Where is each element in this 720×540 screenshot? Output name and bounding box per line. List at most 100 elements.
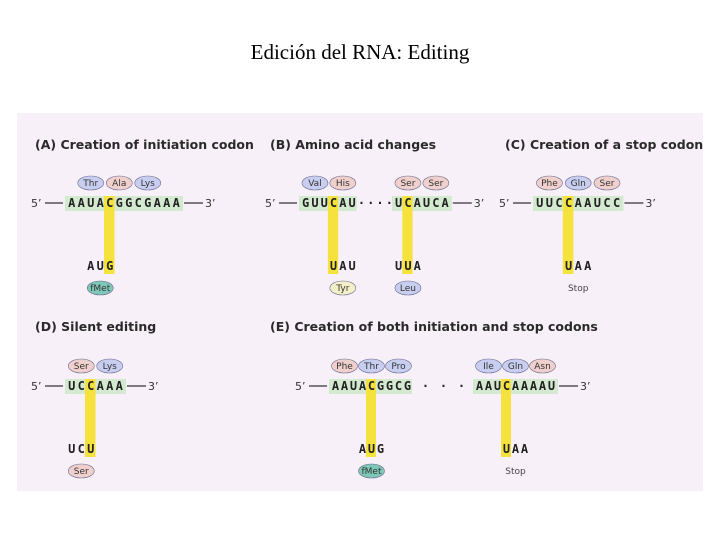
amino-acid-label: Ser bbox=[74, 362, 89, 372]
base: C bbox=[135, 196, 142, 210]
amino-acid-label: Asn bbox=[534, 362, 551, 372]
amino-acid-oval bbox=[358, 463, 385, 479]
base: A bbox=[173, 196, 181, 210]
amino-acid-label: Leu bbox=[400, 284, 416, 294]
amino-acid-label: Gln bbox=[571, 179, 586, 189]
five-prime-label: 5’ bbox=[31, 197, 42, 210]
edit-bar bbox=[402, 196, 413, 274]
base: A bbox=[512, 379, 520, 393]
base: · bbox=[358, 196, 365, 210]
amino-acid-label: Gln bbox=[508, 362, 523, 372]
base: · bbox=[376, 196, 383, 210]
base: C bbox=[432, 196, 439, 210]
amino-acid-label: Ser bbox=[74, 467, 89, 477]
base: · bbox=[422, 379, 429, 393]
base: A bbox=[154, 196, 162, 210]
amino-acid-oval bbox=[301, 175, 329, 191]
codon-base: A bbox=[521, 442, 529, 456]
base: A bbox=[359, 379, 367, 393]
base: C bbox=[565, 196, 572, 210]
stop-label: Stop bbox=[568, 284, 589, 294]
five-prime-label: 5’ bbox=[499, 197, 510, 210]
base: C bbox=[613, 196, 620, 210]
amino-acid-oval bbox=[86, 280, 114, 296]
base: U bbox=[350, 379, 357, 393]
base: A bbox=[442, 196, 450, 210]
base: U bbox=[546, 196, 553, 210]
base: C bbox=[78, 379, 85, 393]
base: A bbox=[68, 196, 76, 210]
panel-title: (D) Silent editing bbox=[35, 319, 156, 334]
edit-bar bbox=[562, 196, 574, 274]
base: C bbox=[555, 196, 562, 210]
codon-base: A bbox=[575, 259, 583, 273]
codon-base: U bbox=[404, 259, 411, 273]
codon-base: C bbox=[78, 442, 85, 456]
amino-acid-label: Thr bbox=[82, 179, 98, 189]
amino-acid-label: His bbox=[336, 179, 350, 189]
amino-acid-oval bbox=[67, 463, 95, 479]
codon-base: A bbox=[584, 259, 592, 273]
sequence-band bbox=[533, 196, 624, 211]
amino-acid-label: Ser bbox=[600, 179, 615, 189]
amino-acid-oval bbox=[422, 175, 450, 191]
base: A bbox=[341, 379, 349, 393]
base: G bbox=[144, 196, 151, 210]
codon-base: U bbox=[87, 442, 94, 456]
base: U bbox=[536, 196, 543, 210]
three-prime-label: 3’ bbox=[645, 197, 656, 210]
base: · bbox=[440, 379, 447, 393]
base: C bbox=[87, 379, 94, 393]
codon-base: A bbox=[339, 259, 347, 273]
base: C bbox=[503, 379, 510, 393]
amino-acid-label: Lys bbox=[141, 179, 156, 189]
codon-base: U bbox=[368, 442, 375, 456]
amino-acid-label: Ser bbox=[428, 179, 443, 189]
base: C bbox=[395, 379, 402, 393]
edit-bar bbox=[104, 196, 115, 274]
base: U bbox=[395, 196, 402, 210]
codon-base: U bbox=[503, 442, 510, 456]
codon-base: A bbox=[414, 259, 422, 273]
base: A bbox=[339, 196, 347, 210]
codon-base: A bbox=[359, 442, 367, 456]
panel-title: (C) Creation of a stop codon bbox=[505, 137, 703, 152]
base: A bbox=[163, 196, 171, 210]
base: A bbox=[485, 379, 493, 393]
amino-acid-oval bbox=[394, 280, 422, 296]
three-prime-label: 3’ bbox=[205, 197, 216, 210]
base: A bbox=[584, 196, 592, 210]
three-prime-label: 3’ bbox=[580, 380, 591, 393]
base: A bbox=[97, 379, 105, 393]
base: G bbox=[116, 196, 123, 210]
base: A bbox=[78, 196, 86, 210]
base: U bbox=[311, 196, 318, 210]
panel-title: (B) Amino acid changes bbox=[270, 137, 436, 152]
three-prime-label: 3’ bbox=[148, 380, 159, 393]
amino-acid-oval bbox=[77, 175, 105, 191]
base: · bbox=[386, 196, 393, 210]
codon-base: A bbox=[87, 259, 95, 273]
amino-acid-label: Tyr bbox=[335, 284, 349, 294]
amino-acid-oval bbox=[385, 358, 412, 374]
base: A bbox=[97, 196, 105, 210]
edit-bar bbox=[501, 379, 511, 457]
amino-acid-oval bbox=[96, 358, 124, 374]
five-prime-label: 5’ bbox=[265, 197, 276, 210]
base: G bbox=[386, 379, 393, 393]
edit-bar bbox=[85, 379, 96, 457]
amino-acid-oval bbox=[358, 358, 385, 374]
amino-acid-label: Pro bbox=[391, 362, 406, 372]
amino-acid-label: Phe bbox=[541, 179, 558, 189]
amino-acid-label: Phe bbox=[336, 362, 353, 372]
amino-acid-oval bbox=[394, 175, 422, 191]
base: A bbox=[530, 379, 538, 393]
panel-e: (E) Creation of both initiation and stop… bbox=[270, 319, 598, 479]
codon-base: G bbox=[106, 259, 113, 273]
amino-acid-oval bbox=[329, 175, 357, 191]
panel-title: (E) Creation of both initiation and stop… bbox=[270, 319, 598, 334]
